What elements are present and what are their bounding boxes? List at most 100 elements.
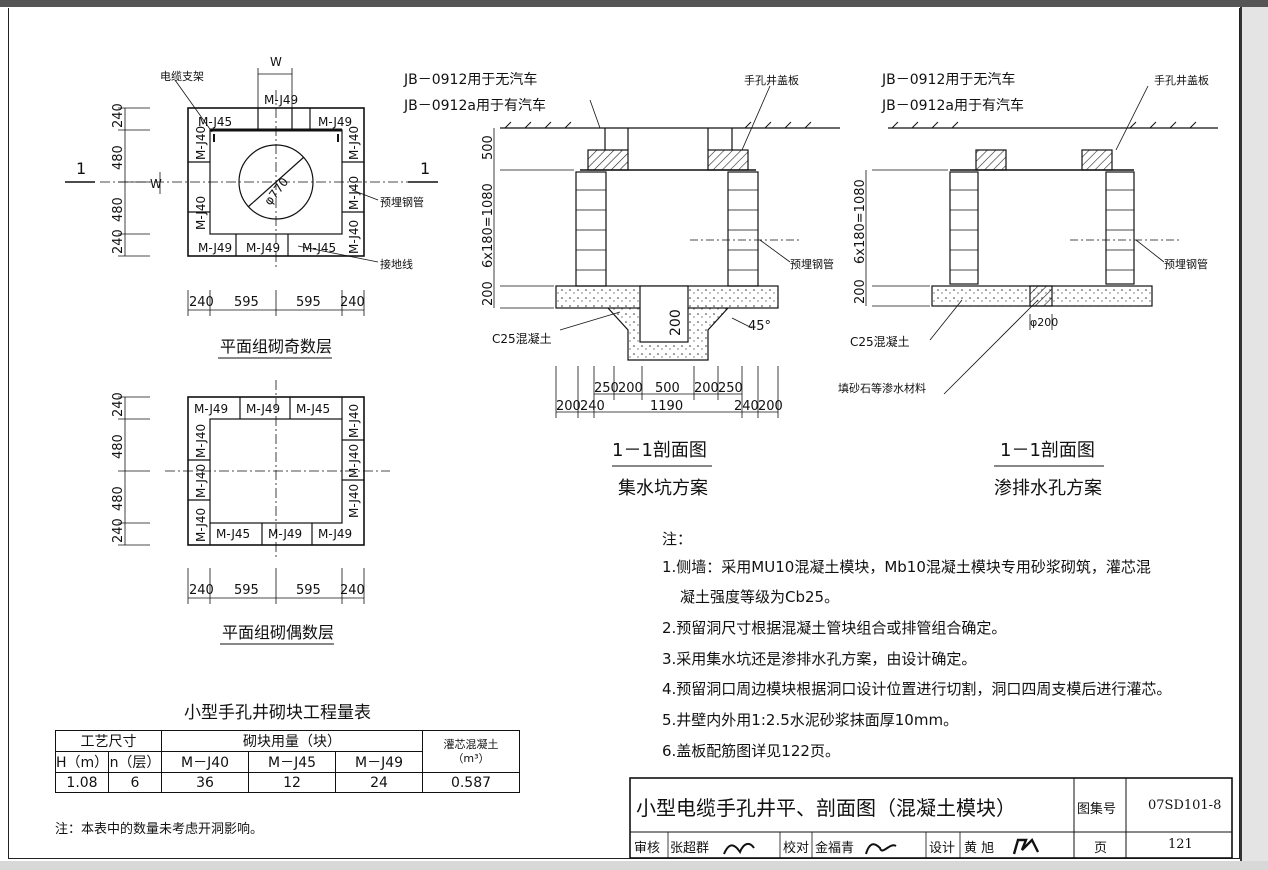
cell: 24 xyxy=(335,772,423,793)
section-a-caption-bottom: 集水坑方案 xyxy=(618,478,708,499)
page-number: 121 xyxy=(1168,837,1193,852)
dim: 240 xyxy=(111,229,126,254)
even-cell: M-J49 xyxy=(318,527,352,541)
subheader: M－J40 xyxy=(161,751,249,773)
dim: 500 xyxy=(481,135,496,160)
odd-cell: M-J40 xyxy=(194,196,208,230)
ground-label: 接地线 xyxy=(380,257,413,271)
table-title: 小型手孔井砌块工程量表 xyxy=(184,703,371,723)
even-cell: M-J40 xyxy=(347,404,361,438)
plan-odd xyxy=(65,68,438,316)
atlas-number: 07SD101-8 xyxy=(1148,798,1222,813)
even-cell: M-J45 xyxy=(216,527,250,541)
scrollbar-track[interactable] xyxy=(1242,7,1268,870)
dim: 240 xyxy=(189,583,214,598)
table-row: 1.08 6 36 12 24 0.587 xyxy=(55,772,520,793)
dim: 480 xyxy=(111,145,126,170)
dim: 480 xyxy=(111,434,126,459)
section-mark: 1 xyxy=(420,159,430,178)
section-b-caption-bottom: 渗排水孔方案 xyxy=(994,478,1102,499)
pipe-label: 预埋钢管 xyxy=(380,195,424,209)
section-mark: 1 xyxy=(76,159,86,178)
note-line: 2.预留洞尺寸根据混凝土管块组合或排管组合确定。 xyxy=(662,619,1007,637)
dim: 250 xyxy=(594,381,619,396)
jb1-label: JB－0912用于无汽车 xyxy=(403,71,537,88)
dim: 6x180=1080 xyxy=(853,179,868,264)
dim: 200 xyxy=(618,381,643,396)
page-label: 页 xyxy=(1094,841,1108,856)
plan-even-text: M-J49 M-J49 M-J45 M-J45 M-J49 M-J49 M-J4… xyxy=(111,392,365,645)
header-usage: 砌块用量（块） xyxy=(161,730,423,752)
odd-cell: M-J40 xyxy=(347,220,361,254)
plan-even-caption: 平面组砌偶数层 xyxy=(222,623,334,642)
dim: 500 xyxy=(655,381,680,396)
dim: 240 xyxy=(111,518,126,543)
atlas-label: 图集号 xyxy=(1077,802,1117,817)
odd-cell: M-J49 xyxy=(264,93,298,107)
dim: 595 xyxy=(296,583,321,598)
cover-label: 手孔井盖板 xyxy=(1154,73,1209,87)
note-line: 3.采用集水坑还是渗排水孔方案，由设计确定。 xyxy=(662,650,977,668)
odd-cell: M-J49 xyxy=(246,241,280,255)
note-line: 1.侧墙：采用MU10混凝土模块，Mb10混凝土模块专用砂浆砌筑，灌芯混 xyxy=(662,558,1151,576)
design-label: 设计 xyxy=(929,841,956,856)
designer-name: 黄 旭 xyxy=(964,841,995,856)
pipe-label: 预埋钢管 xyxy=(1164,257,1208,271)
notes-title: 注： xyxy=(662,530,693,548)
cell: 1.08 xyxy=(55,772,109,793)
check-label: 校对 xyxy=(783,841,810,856)
even-cell: M-J40 xyxy=(194,508,208,542)
section-a-text: JB－0912用于无汽车 JB－0912a用于有汽车 手孔井盖板 预埋钢管 C2… xyxy=(403,71,834,499)
section-b-caption-top: 1－1剖面图 xyxy=(1000,440,1095,461)
window-bottom-bar xyxy=(0,861,1268,870)
window-top-bar xyxy=(0,0,1268,7)
page-right-edge xyxy=(1240,7,1243,870)
concrete-label: C25混凝土 xyxy=(492,331,552,346)
dim: 1190 xyxy=(650,399,683,414)
quantity-table: 工艺尺寸 砌块用量（块） 灌芯混凝土 （m³） H（m） n（层） M－J40 … xyxy=(55,730,520,793)
even-cell: M-J49 xyxy=(246,402,280,416)
even-cell: M-J40 xyxy=(194,424,208,458)
dim: 595 xyxy=(234,295,259,310)
dim: 480 xyxy=(111,486,126,511)
jb2-label: JB－0912a用于有汽车 xyxy=(403,97,546,114)
drawing-frame xyxy=(8,8,1240,859)
jb1-label: JB－0912用于无汽车 xyxy=(881,71,1015,88)
dim: 240 xyxy=(580,399,605,414)
plan-even xyxy=(118,380,390,604)
dim: 480 xyxy=(111,197,126,222)
odd-cell: M-J40 xyxy=(347,176,361,210)
odd-cell: M-J49 xyxy=(318,115,352,129)
dim: 200 xyxy=(853,279,868,304)
section-b-text: JB－0912用于无汽车 JB－0912a用于有汽车 手孔井盖板 预埋钢管 C2… xyxy=(838,71,1209,499)
bracket-label: 电缆支架 xyxy=(160,70,204,83)
jb2-label: JB－0912a用于有汽车 xyxy=(881,97,1024,114)
dim: 200 xyxy=(758,399,783,414)
plan-odd-caption: 平面组砌奇数层 xyxy=(220,337,332,356)
section-a xyxy=(493,85,840,418)
subheader: n（层） xyxy=(108,751,162,773)
pipe-label: 预埋钢管 xyxy=(790,257,834,271)
even-cell: M-J49 xyxy=(268,527,302,541)
cover-label: 手孔井盖板 xyxy=(744,73,799,87)
even-cell: M-J40 xyxy=(194,464,208,498)
dim: 200 xyxy=(481,281,496,306)
reviewer-name: 张超群 xyxy=(670,841,710,856)
plan-odd-text: M-J45 M-J49 M-J49 M-J49 M-J49 M-J45 M-J4… xyxy=(76,55,430,359)
fill-label: 填砂石等渗水材料 xyxy=(838,381,926,395)
checker-name: 金福青 xyxy=(815,841,855,856)
dim: 595 xyxy=(296,295,321,310)
sump-label: 200 xyxy=(668,309,684,336)
w-label: W xyxy=(150,177,162,191)
dim: 240 xyxy=(111,392,126,417)
review-label: 审核 xyxy=(634,841,661,856)
header-process: 工艺尺寸 xyxy=(55,730,162,752)
even-cell: M-J45 xyxy=(296,402,330,416)
header-fill-unit: （m³） xyxy=(452,751,490,765)
dim: 200 xyxy=(556,399,581,414)
note-line: 5.井壁内外用1:2.5水泥砂浆抹面厚10mm。 xyxy=(662,711,959,729)
cell: 0.587 xyxy=(422,772,520,793)
even-cell: M-J40 xyxy=(347,444,361,478)
header-fill-label: 灌芯混凝土 xyxy=(443,737,499,751)
